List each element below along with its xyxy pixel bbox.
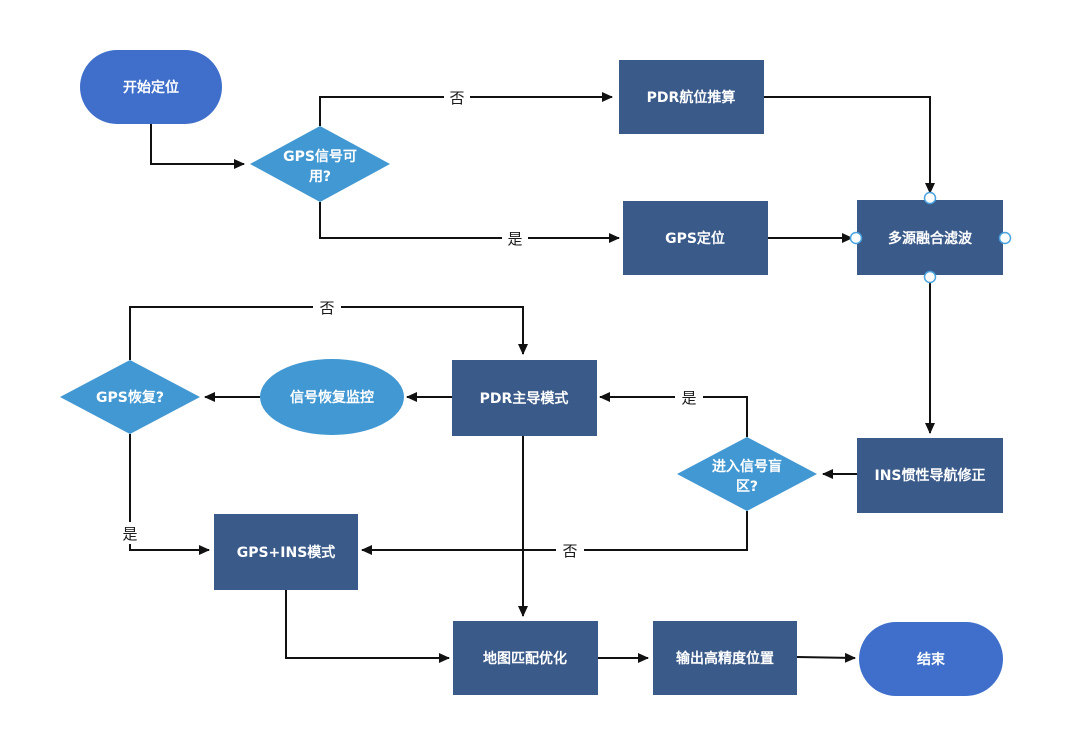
- node-gps-available-decision: GPS信号可 用?: [250, 126, 390, 202]
- node-map-matching: 地图匹配优化: [453, 621, 598, 695]
- fusion-filter-label: 多源融合滤波: [888, 230, 973, 247]
- blind-zone-diamond: [677, 437, 817, 511]
- edge-blind-check-to-gps-ins: [361, 511, 748, 555]
- pdr-reckoning-label: PDR航位推算: [647, 89, 736, 106]
- node-gps-positioning: GPS定位: [623, 201, 768, 275]
- blind-zone-label-line1: 进入信号盲: [712, 458, 782, 475]
- label-gps-yes: 是: [507, 230, 522, 248]
- edge-output-to-end: [796, 652, 856, 663]
- gps-ins-mode-box: [214, 514, 358, 590]
- end-label: 结束: [917, 651, 946, 668]
- edge-pdr-reckoning-to-fusion: [764, 96, 935, 194]
- pdr-main-mode-box: [452, 360, 597, 436]
- edge-gps-check-to-pdr-reckoning: [319, 92, 613, 126]
- gps-available-diamond: [250, 126, 390, 202]
- label-gps-no: 否: [449, 89, 464, 107]
- fusion-port-top: [923, 191, 937, 205]
- gps-available-label-line2: 用?: [309, 169, 331, 185]
- blind-zone-label-line2: 区?: [736, 479, 758, 495]
- node-ins-correction: INS惯性导航修正: [857, 438, 1003, 513]
- label-recovered-yes: 是: [122, 525, 137, 543]
- ins-correction-label: INS惯性导航修正: [874, 467, 985, 484]
- gps-recovered-diamond: [60, 360, 200, 434]
- output-position-box: [653, 621, 797, 695]
- fusion-filter-box: [857, 200, 1003, 275]
- edge-gps-check-to-gps-positioning: [319, 202, 620, 243]
- node-fusion-filter: 多源融合滤波: [849, 191, 1012, 284]
- pdr-reckoning-box: [619, 60, 764, 134]
- signal-monitor-label: 信号恢复监控: [290, 389, 374, 406]
- node-gps-ins-mode: GPS+INS模式: [214, 514, 358, 590]
- node-pdr-reckoning: PDR航位推算: [619, 60, 764, 134]
- start-label: 开始定位: [123, 79, 179, 96]
- signal-monitor-ellipse: [260, 359, 404, 435]
- gps-ins-mode-label: GPS+INS模式: [237, 544, 336, 561]
- edge-start-to-gps-check: [150, 124, 245, 169]
- node-enter-blind-zone-decision: 进入信号盲 区?: [677, 437, 817, 511]
- start-terminal-shape: [80, 50, 222, 124]
- end-terminal-shape: [859, 622, 1003, 696]
- output-position-label: 输出高精度位置: [676, 650, 774, 667]
- edge-labels: 否 是 是 否 否 是: [117, 86, 703, 561]
- edge-gps-ins-to-map: [285, 590, 450, 663]
- pdr-main-mode-label: PDR主导模式: [480, 390, 569, 407]
- gps-recovered-label: GPS恢复?: [96, 389, 164, 406]
- node-pdr-main-mode: PDR主导模式: [452, 360, 597, 436]
- label-blind-yes: 是: [681, 389, 696, 407]
- node-end: 结束: [859, 622, 1003, 696]
- fusion-port-right: [998, 231, 1012, 245]
- ins-correction-box: [857, 438, 1003, 513]
- edge-gps-recovered-to-gps-ins: [129, 434, 210, 555]
- node-output-position: 输出高精度位置: [653, 621, 797, 695]
- map-matching-label: 地图匹配优化: [483, 650, 567, 667]
- gps-positioning-label: GPS定位: [665, 230, 725, 247]
- fusion-port-left: [849, 231, 863, 245]
- node-start: 开始定位: [80, 50, 222, 124]
- gps-positioning-box: [623, 201, 768, 275]
- map-matching-box: [453, 621, 598, 695]
- edges: [129, 92, 935, 663]
- node-signal-monitor: 信号恢复监控: [260, 359, 404, 435]
- node-gps-recovered-decision: GPS恢复?: [60, 360, 200, 434]
- label-recovered-no: 否: [319, 299, 334, 317]
- fusion-port-bottom: [923, 270, 937, 284]
- gps-available-label-line1: GPS信号可: [283, 148, 357, 165]
- edge-blind-check-to-pdr-main: [599, 392, 748, 437]
- label-blind-no: 否: [562, 542, 577, 560]
